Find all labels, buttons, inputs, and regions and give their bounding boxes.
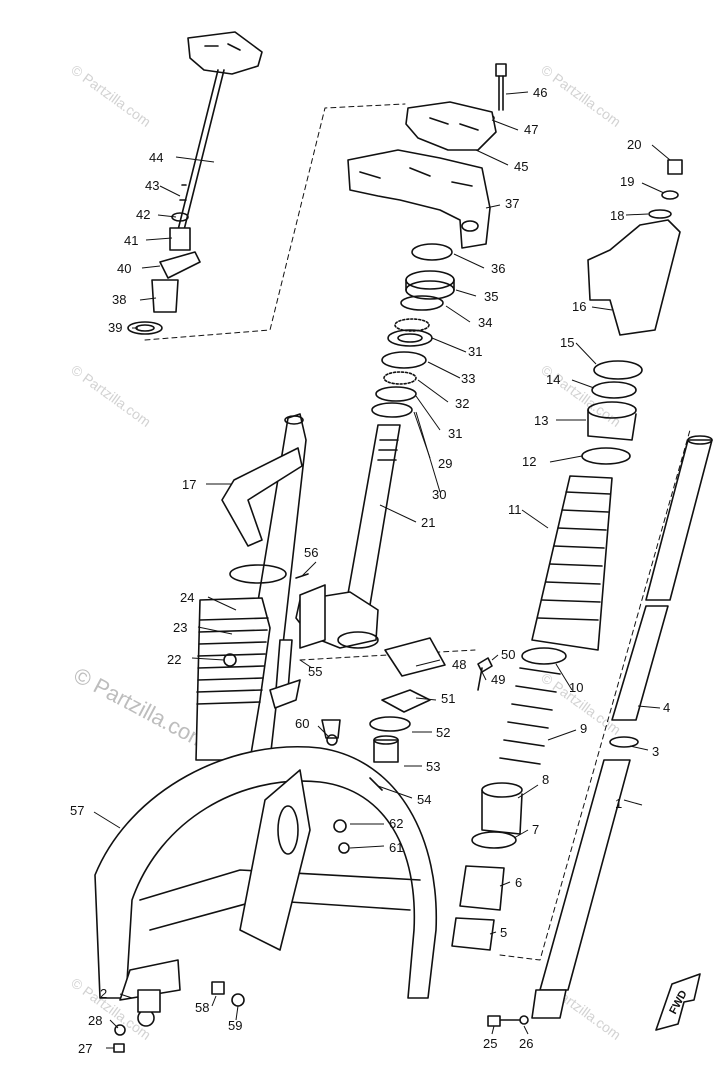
- part-label: 39: [108, 320, 122, 335]
- part-label: 46: [533, 85, 547, 100]
- part-label: 13: [534, 413, 548, 428]
- part-label: 7: [532, 822, 539, 837]
- part-label: 12: [522, 454, 536, 469]
- part-label: 37: [505, 196, 519, 211]
- part-label: 57: [70, 803, 84, 818]
- steering-stem: [295, 424, 401, 649]
- part-label: 28: [88, 1013, 102, 1028]
- part-label: 58: [195, 1000, 209, 1015]
- part-label: 49: [491, 672, 505, 687]
- part-label: 5: [500, 925, 507, 940]
- part-label: 50: [501, 647, 515, 662]
- steering-damper-knob: [177, 31, 263, 231]
- part-label: 17: [182, 477, 196, 492]
- part-label: 18: [610, 208, 624, 223]
- part-label: 52: [436, 725, 450, 740]
- part-label: 36: [491, 261, 505, 276]
- part-label: 2: [100, 986, 107, 1001]
- part-label: 34: [478, 315, 492, 330]
- steering-bearing-stack: [371, 243, 455, 418]
- part-label: 8: [542, 772, 549, 787]
- part-label: 6: [515, 875, 522, 890]
- left-fork: [195, 413, 307, 761]
- part-label: 45: [514, 159, 528, 174]
- part-label: 51: [441, 691, 455, 706]
- part-label: 55: [308, 664, 322, 679]
- part-label: 30: [432, 487, 446, 502]
- part-label: 27: [78, 1041, 92, 1056]
- part-label: 47: [524, 122, 538, 137]
- part-label: 62: [389, 816, 403, 831]
- part-label: 25: [483, 1036, 497, 1051]
- watermarks: © Partzilla.com © Partzilla.com © Partzi…: [68, 61, 624, 1042]
- part-label: 16: [572, 299, 586, 314]
- part-label: 31: [448, 426, 462, 441]
- part-label: 22: [167, 652, 181, 667]
- part-label: 11: [508, 502, 522, 517]
- part-label: 21: [421, 515, 435, 530]
- part-label: 61: [389, 840, 403, 855]
- right-fork-tubes: [487, 435, 713, 1027]
- part-label: 32: [455, 396, 469, 411]
- fwd-marker: [655, 973, 701, 1031]
- part-label: 43: [145, 178, 159, 193]
- watermark: © Partzilla.com: [68, 361, 154, 429]
- part-label: 44: [149, 150, 163, 165]
- part-label: 35: [484, 289, 498, 304]
- watermark: © Partzilla.com: [68, 61, 154, 129]
- watermark-large: © Partzilla.com: [70, 662, 213, 754]
- part-label: 3: [652, 744, 659, 759]
- part-label: 24: [180, 590, 194, 605]
- part-labels: 1 2 3 4 5 6 7 8 9 10 11 12 13 14 15 16 1…: [70, 85, 670, 1056]
- part-label: 38: [112, 292, 126, 307]
- part-label: 4: [663, 700, 670, 715]
- part-label: 48: [452, 657, 466, 672]
- part-label: 41: [124, 233, 138, 248]
- leader-lines: [93, 91, 671, 1049]
- part-label: 26: [519, 1036, 533, 1051]
- part-label: 31: [468, 344, 482, 359]
- part-label: 15: [560, 335, 574, 350]
- part-label: 10: [569, 680, 583, 695]
- part-label: 23: [173, 620, 187, 635]
- part-label: 14: [546, 372, 560, 387]
- part-label: 59: [228, 1018, 242, 1033]
- part-label: 9: [580, 721, 587, 736]
- part-label: 19: [620, 174, 634, 189]
- part-label: 20: [627, 137, 641, 152]
- part-label: 56: [304, 545, 318, 560]
- part-label: 54: [417, 792, 431, 807]
- part-label: 29: [438, 456, 452, 471]
- right-fork-internals: [451, 159, 683, 951]
- bracket-parts: [321, 637, 493, 854]
- part-label: 42: [136, 207, 150, 222]
- upper-bracket: [347, 63, 507, 249]
- part-label: 53: [426, 759, 440, 774]
- part-label: 60: [295, 716, 309, 731]
- watermark: © Partzilla.com: [538, 61, 624, 129]
- part-label: 40: [117, 261, 131, 276]
- damper-parts: [127, 212, 201, 335]
- part-label: 1: [615, 796, 622, 811]
- front-fender: [94, 746, 438, 1027]
- part-label: 33: [461, 371, 475, 386]
